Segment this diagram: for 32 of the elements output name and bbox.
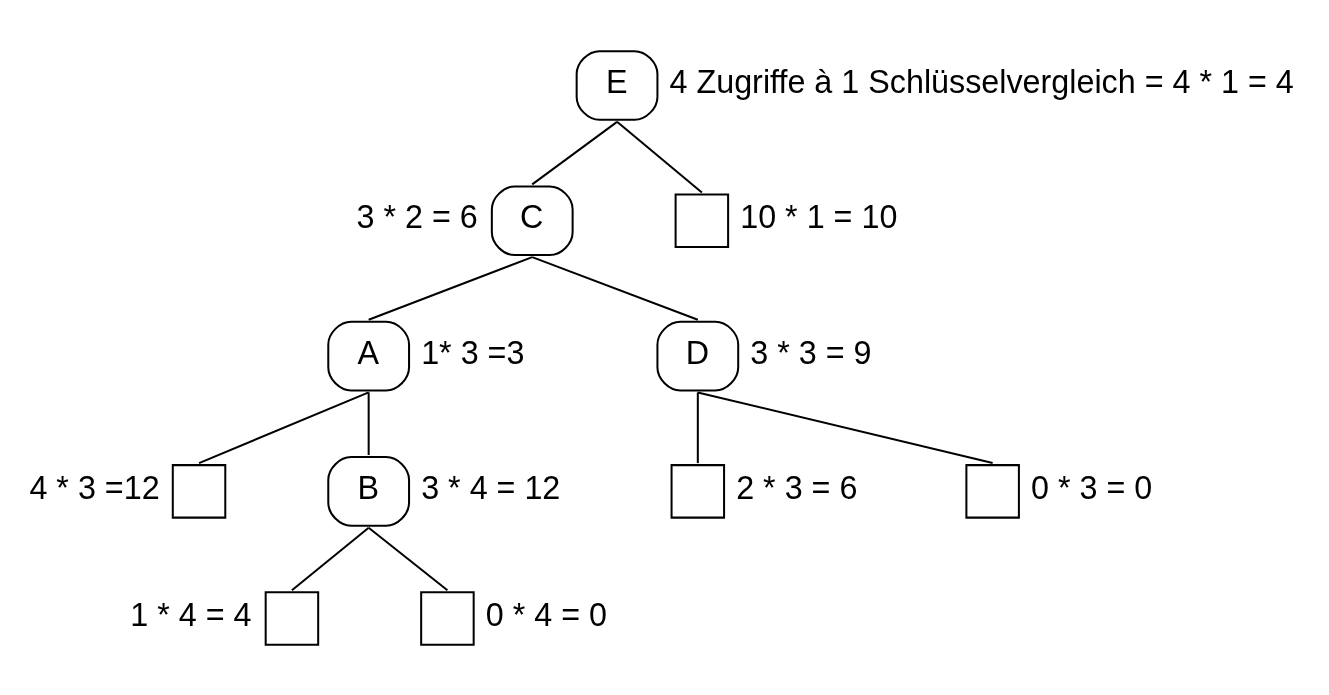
node-box — [171, 463, 227, 519]
connector — [368, 255, 533, 321]
connector — [696, 391, 699, 463]
connector — [697, 390, 993, 464]
connector — [531, 120, 618, 185]
node-label: 0 * 3 = 0 — [1031, 469, 1153, 506]
node-label: 3 * 2 = 6 — [356, 198, 478, 235]
node-label: 10 * 1 = 10 — [740, 198, 898, 235]
node-box: A — [327, 320, 411, 391]
node-box: D — [656, 320, 740, 391]
node-box: B — [327, 455, 411, 527]
node-box — [674, 193, 730, 248]
connector — [291, 526, 370, 591]
node-label: 3 * 3 = 9 — [750, 334, 872, 371]
node-label: 4 * 3 =12 — [29, 469, 160, 506]
connector — [531, 255, 699, 321]
node-box — [264, 590, 320, 646]
node-box — [420, 590, 475, 646]
node-label: 1 * 4 = 4 — [130, 596, 252, 633]
connector — [616, 120, 703, 193]
node-box: E — [575, 49, 659, 121]
connector — [367, 391, 370, 455]
connector — [198, 391, 370, 464]
node-box — [670, 463, 726, 519]
connector — [368, 526, 449, 591]
node-label: 3 * 4 = 12 — [421, 469, 561, 506]
node-label: 1* 3 =3 — [421, 334, 525, 371]
node-label: 0 * 4 = 0 — [485, 596, 608, 633]
node-box — [965, 463, 1020, 519]
node-label: 4 Zugriffe à 1 Schlüsselvergleich = 4 * 1 = 4 — [669, 63, 1294, 100]
node-box: C — [490, 184, 574, 256]
node-label: 2 * 3 = 6 — [736, 469, 858, 506]
